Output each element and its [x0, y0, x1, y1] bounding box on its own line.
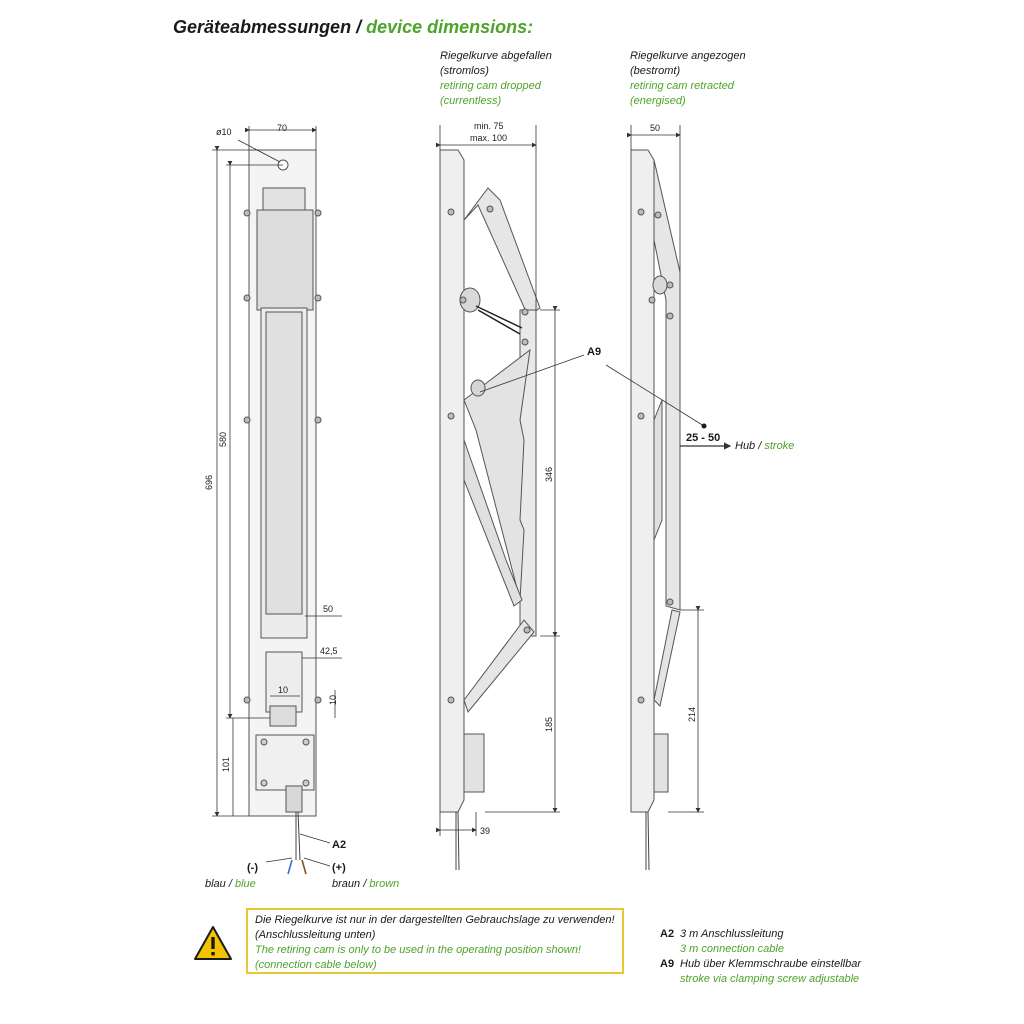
dim-hole: ø10: [216, 127, 232, 137]
caption-dropped-en1: retiring cam dropped: [440, 80, 541, 92]
label-a9: A9: [587, 346, 601, 358]
warning-triangle-icon: [194, 926, 232, 960]
retracted-dimensions: [605, 125, 732, 813]
caption-dropped: Riegelkurve abgefallen (stromlos) retiri…: [440, 49, 552, 109]
dim-height-185: 185: [544, 717, 554, 732]
note-de2: (Anschlussleitung unten): [255, 929, 376, 941]
front-plunger: [265, 651, 303, 713]
label-stroke: Hub / stroke: [735, 440, 794, 452]
caption-dropped-de1: Riegelkurve abgefallen: [440, 50, 552, 62]
dropped-lower-lever: [463, 619, 535, 714]
label-plus: (+): [332, 862, 346, 874]
legend-item-a2: A2 3 m Anschlussleitung: [660, 928, 784, 940]
label-minus: (-): [247, 862, 258, 874]
caption-retracted-en2: (energised): [630, 95, 686, 107]
side-view-dropped: [439, 149, 541, 871]
label-a2: A2: [332, 839, 346, 851]
dim-width-39: 39: [480, 826, 490, 836]
note-de1: Die Riegelkurve ist nur in der dargestel…: [255, 914, 615, 926]
legend-item-a9: A9 Hub über Klemmschraube einstellbar: [660, 958, 861, 970]
dim-height-101: 101: [221, 757, 231, 772]
a9-pointer-dot: [701, 423, 707, 429]
dim-slot-width: 10: [278, 685, 288, 695]
retracted-cam-bar: [653, 159, 681, 611]
usage-note: Die Riegelkurve ist nur in der dargestel…: [246, 908, 624, 974]
legend: A2 3 m Anschlussleitung 3 m connection c…: [660, 928, 861, 985]
retracted-dim-text: 50 214: [650, 123, 697, 722]
front-view: [243, 149, 322, 875]
dim-height-214: 214: [687, 707, 697, 722]
dim-width-42-5: 42,5: [320, 646, 338, 656]
dim-width-70: 70: [277, 123, 287, 133]
stroke-range: 25 - 50: [686, 432, 720, 444]
title-english: device dimensions:: [366, 17, 534, 37]
dim-height-580: 580: [218, 432, 228, 447]
front-dimensions: [212, 126, 342, 817]
side-view-retracted: [630, 149, 681, 871]
cable-gland: [285, 785, 303, 813]
page-title: Geräteabmessungen / device dimensions:: [173, 17, 533, 38]
dim-width-50-inner: 50: [323, 604, 333, 614]
note-en2: (connection cable below): [255, 959, 377, 971]
caption-retracted-en1: retiring cam retracted: [630, 80, 734, 92]
dropped-upper-lever: [463, 187, 541, 317]
dropped-dimensions: [436, 125, 585, 836]
caption-dropped-en2: (currentless): [440, 95, 502, 107]
label-brown: braun / brown: [332, 878, 399, 890]
dim-min-75: min. 75: [474, 121, 504, 131]
retracted-lower-lever: [653, 609, 681, 708]
note-en1: The retiring cam is only to be used in t…: [255, 944, 581, 956]
dim-height-696: 696: [204, 475, 214, 490]
dim-width-50-right: 50: [650, 123, 660, 133]
dropped-dim-text: min. 75 max. 100 346 185 39: [470, 121, 554, 836]
dim-max-100: max. 100: [470, 133, 507, 143]
dropped-base-plate: [439, 149, 465, 813]
wire-brown: [301, 859, 307, 875]
title-german: Geräteabmessungen: [173, 17, 352, 37]
wire-blue: [287, 859, 293, 875]
retracted-base-plate: [630, 149, 655, 813]
dim-height-346: 346: [544, 467, 554, 482]
front-labels: A2 (-) (+) blau / blue braun / brown: [205, 833, 399, 890]
dim-slot-height: 10: [328, 695, 338, 705]
label-blue: blau / blue: [205, 878, 256, 890]
caption-dropped-de2: (stromlos): [440, 65, 489, 77]
caption-retracted-de2: (bestromt): [630, 65, 681, 77]
caption-retracted-de1: Riegelkurve angezogen: [630, 50, 746, 62]
title-separator: /: [351, 17, 367, 37]
front-dim-text: ø10 70 696 580 101 50 42,5 10 10: [204, 123, 338, 772]
caption-retracted: Riegelkurve angezogen (bestromt) retirin…: [630, 49, 746, 109]
